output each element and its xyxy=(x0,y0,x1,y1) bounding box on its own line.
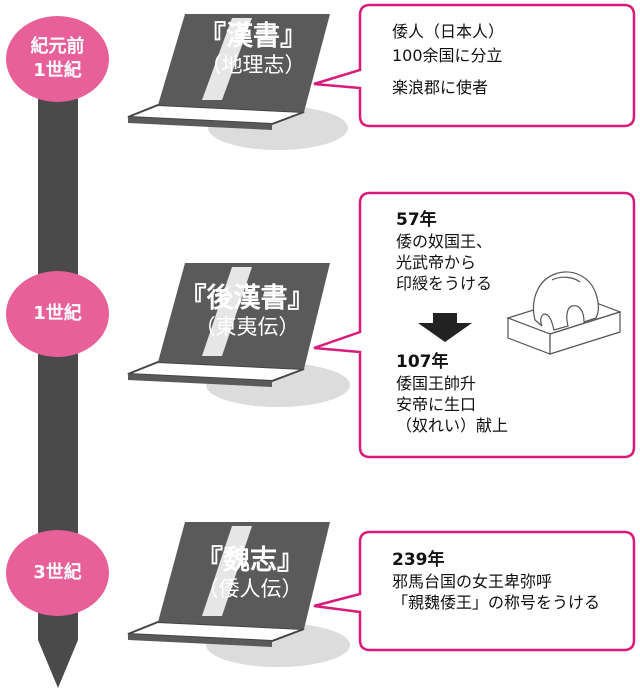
callout-line: 倭人（日本人） xyxy=(392,22,505,41)
callout-box-3 xyxy=(313,530,636,652)
callout-line: 光武帝から xyxy=(396,253,477,272)
callout-line: 印綬をうける xyxy=(396,274,493,293)
callout-line: （奴れい）献上 xyxy=(396,416,509,435)
callout-line: 倭国王帥升 xyxy=(396,374,477,393)
callout-line: 倭の奴国王、 xyxy=(396,232,493,251)
callout-line: 邪馬台国の女王卑弥呼 xyxy=(392,572,553,591)
book-icon-gokansho xyxy=(127,263,350,407)
event-year: 239年 xyxy=(392,550,445,570)
era-badge-3rd-century: 3世紀 xyxy=(6,530,109,616)
callout-line: 「親魏倭王」の称号をうける xyxy=(392,593,601,612)
event-year: 57年 xyxy=(396,210,437,230)
book-subtitle: （地理志） xyxy=(200,53,306,77)
book-title: 『魏志』 xyxy=(196,545,304,576)
book-icon-gishi xyxy=(127,522,350,667)
book-title: 『漢書』 xyxy=(199,21,307,52)
callout-box-1 xyxy=(313,3,636,128)
callout-text-1: 倭人（日本人） 100余国に分立 楽浪郡に使者 xyxy=(392,20,504,100)
era-badge-1st-century: 1世紀 xyxy=(6,271,109,357)
book-label-gokansho: 『後漢書』 （東夷伝） xyxy=(172,284,322,340)
book-icon-kansho xyxy=(127,14,348,150)
callout-text-3: 239年 邪馬台国の女王卑弥呼 「親魏倭王」の称号をうける xyxy=(392,550,600,613)
event-year: 107年 xyxy=(396,352,449,372)
callout-line: 安帝に生口 xyxy=(396,395,477,414)
callout-line: 100余国に分立 xyxy=(392,46,503,65)
gold-seal-icon xyxy=(506,271,622,355)
down-arrow-icon xyxy=(418,313,472,342)
callout-box-2 xyxy=(313,191,636,459)
callout-text-2a: 57年 倭の奴国王、 光武帝から 印綬をうける xyxy=(396,210,492,294)
book-subtitle: （東夷伝） xyxy=(194,315,300,339)
book-label-gishi: 『魏志』 （倭人伝） xyxy=(182,546,318,602)
era-badge-1st-century-bc: 紀元前 1世紀 xyxy=(6,16,109,102)
callout-line: 楽浪郡に使者 xyxy=(392,78,489,97)
callout-text-2b: 107年 倭国王帥升 安帝に生口 （奴れい）献上 xyxy=(396,352,508,436)
book-title: 『後漢書』 xyxy=(179,283,315,314)
book-subtitle: （倭人伝） xyxy=(197,577,303,601)
book-label-kansho: 『漢書』 （地理志） xyxy=(188,22,318,78)
